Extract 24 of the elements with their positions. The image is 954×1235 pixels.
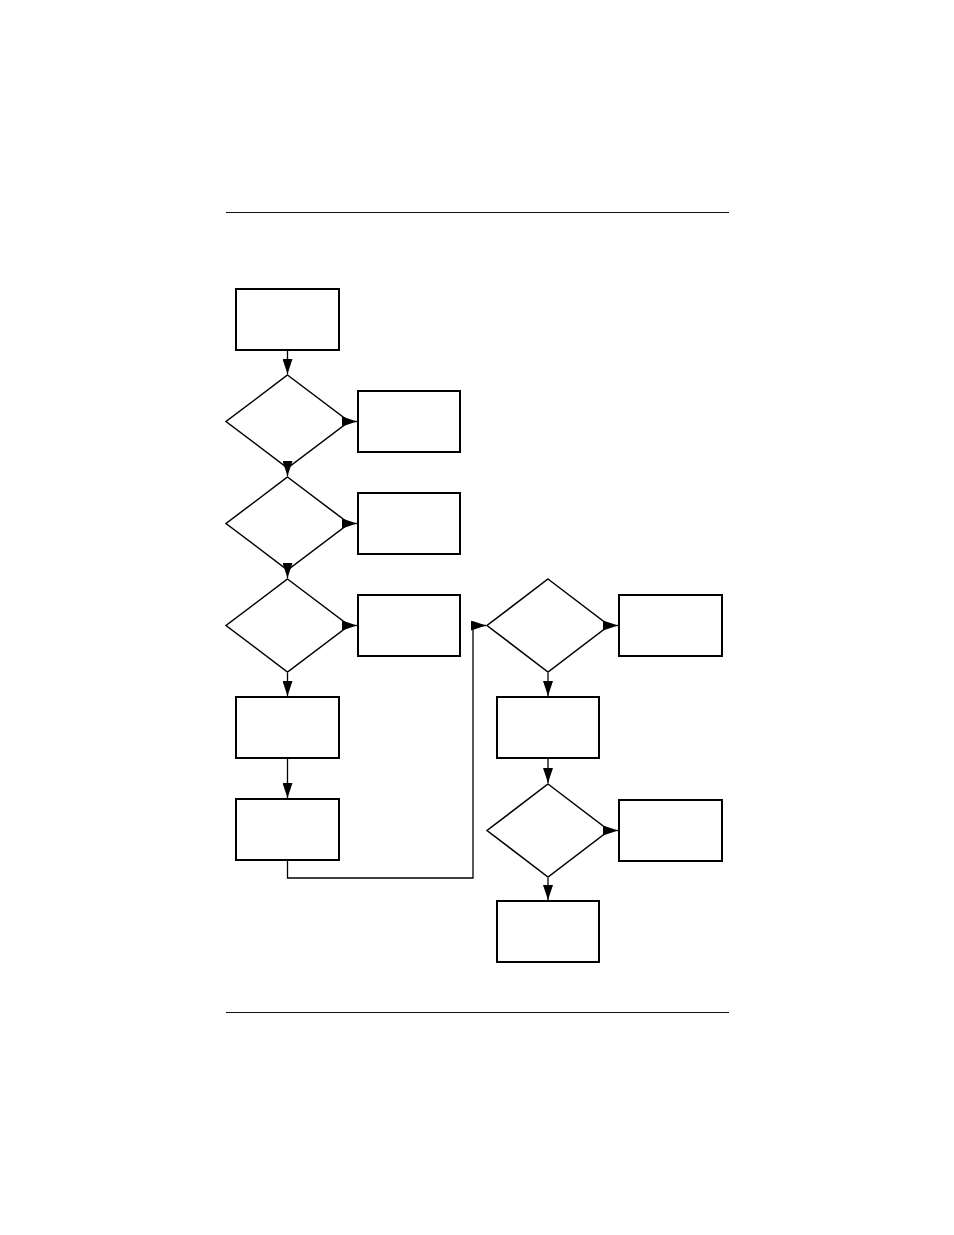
process-box bbox=[496, 696, 600, 759]
arrow bbox=[282, 350, 293, 375]
arrow bbox=[342, 518, 358, 529]
arrow bbox=[282, 758, 293, 799]
arrow bbox=[543, 672, 553, 697]
process-box bbox=[618, 594, 723, 657]
arrow bbox=[543, 877, 553, 901]
process-box bbox=[357, 492, 461, 555]
arrow bbox=[342, 620, 358, 631]
arrow bbox=[603, 825, 619, 836]
arrow bbox=[282, 672, 293, 697]
process-box bbox=[357, 594, 461, 657]
arrow bbox=[543, 758, 553, 784]
process-box bbox=[235, 798, 340, 861]
arrow bbox=[603, 620, 619, 631]
process-box bbox=[496, 900, 600, 963]
arrow bbox=[282, 563, 293, 579]
process-box bbox=[357, 390, 461, 453]
process-box bbox=[235, 288, 340, 351]
arrow bbox=[286, 620, 487, 879]
arrow bbox=[282, 461, 293, 477]
process-box bbox=[235, 696, 340, 759]
process-box bbox=[618, 799, 723, 862]
arrow bbox=[342, 416, 358, 427]
